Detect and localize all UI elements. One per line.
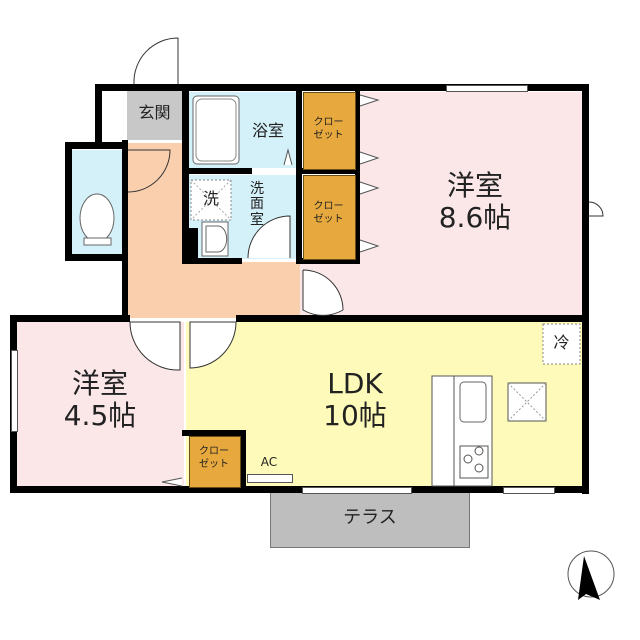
- closet-upper: [303, 92, 356, 170]
- wall: [10, 486, 589, 493]
- washroom-label: 洗 面 室: [250, 181, 264, 228]
- wall: [296, 258, 360, 264]
- wall: [65, 142, 127, 149]
- wall: [240, 430, 246, 490]
- closet-lower: [189, 436, 241, 488]
- wall: [182, 84, 189, 264]
- terrace: [270, 491, 470, 548]
- wall: [65, 254, 127, 261]
- wall: [95, 84, 585, 91]
- window: [247, 474, 293, 483]
- western-small-label: 洋室 4.5帖: [63, 367, 137, 433]
- bath-label: 浴室: [251, 121, 284, 140]
- closet-middle: [303, 175, 356, 260]
- window: [11, 350, 18, 432]
- terrace-label: テラス: [343, 507, 397, 528]
- wall: [65, 142, 72, 260]
- wall: [296, 168, 356, 174]
- wall: [182, 258, 242, 264]
- washer-label: 洗: [202, 189, 219, 208]
- western-large-area: [356, 92, 582, 315]
- fridge-label: 冷: [553, 333, 570, 352]
- hall-area-lower: [127, 262, 302, 318]
- north-arrow-icon: [567, 550, 615, 600]
- ldk-label: LDK 10帖: [323, 367, 387, 433]
- wall: [122, 140, 128, 322]
- wall: [582, 84, 589, 494]
- window: [302, 487, 412, 494]
- entrance-label: 玄関: [138, 103, 171, 122]
- wall: [10, 315, 130, 322]
- closet-label: クロー ゼット: [313, 117, 344, 141]
- ac-label: AC: [260, 455, 278, 469]
- window: [503, 487, 555, 494]
- entrance-area: [127, 90, 182, 140]
- closet-label: クロー ゼット: [313, 201, 344, 225]
- wall: [182, 168, 252, 174]
- wall: [182, 430, 244, 436]
- western-large-label: 洋室 8.6帖: [438, 169, 512, 235]
- closet-label: クロー ゼット: [199, 446, 229, 470]
- wall: [355, 84, 360, 264]
- wall: [236, 315, 586, 322]
- window: [446, 85, 528, 92]
- wall: [95, 84, 102, 142]
- wall: [296, 84, 302, 264]
